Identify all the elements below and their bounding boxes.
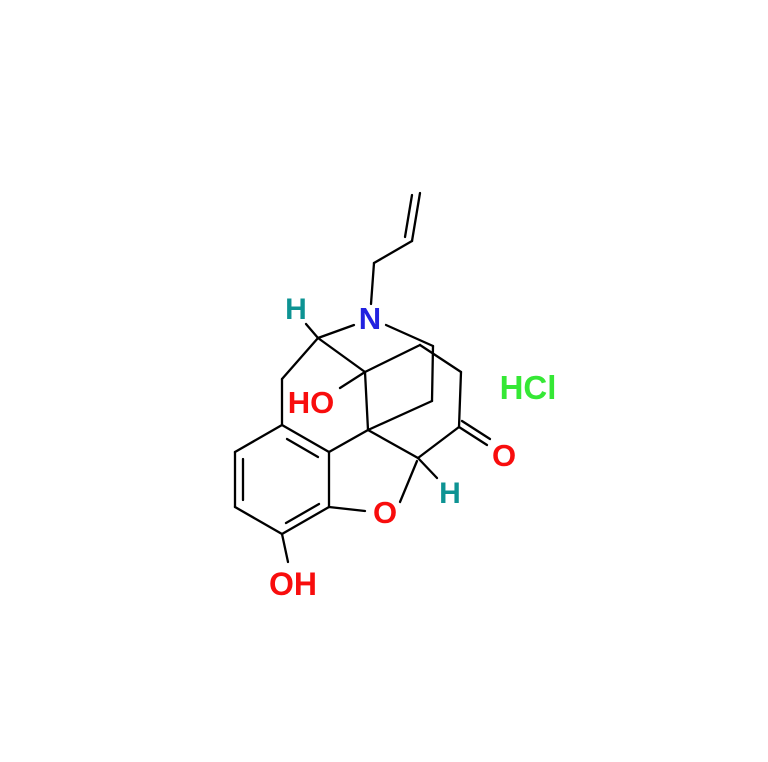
hydroxyl-c14-label: HO: [288, 385, 335, 420]
bond-c5-h: [416, 456, 439, 480]
bond-c15-c13: [366, 399, 434, 432]
bond-c8-c14: [363, 343, 422, 374]
bond-c7-c8: [418, 343, 463, 374]
bond-oether-c5: [398, 459, 419, 504]
bond-n-c16: [384, 323, 435, 348]
bond-c12-c13: [327, 428, 370, 454]
bond-c5-c6: [416, 425, 461, 460]
bond-c16-c15: [430, 344, 435, 403]
bond-c11-c1: [233, 423, 284, 454]
bond-c14-ho: [338, 370, 367, 390]
bond-c3-c4: [280, 505, 331, 536]
stereo-h-c9-label: H: [285, 293, 307, 326]
phenol-oh-label: OH: [269, 566, 317, 602]
bond-group: [233, 191, 492, 564]
bond-c12-c11-inner: [285, 437, 320, 459]
bond-n-c9: [316, 323, 356, 340]
bond-c9-h: [304, 322, 320, 340]
nitrogen-label: N: [359, 301, 381, 336]
bond-c12-c11: [280, 423, 331, 454]
bond-allyl-ch2-ch: [372, 239, 414, 265]
bond-c6-c7: [457, 370, 463, 429]
ether-oxygen-label: O: [373, 495, 397, 530]
atom-label-group: N H HO O O H OH HCl: [269, 293, 556, 602]
bond-c14-c9: [316, 336, 367, 374]
stereo-h-c5-label: H: [439, 477, 461, 510]
bond-c9-c10: [280, 336, 320, 381]
bond-c6-oketone-1: [457, 425, 489, 447]
bond-c2-c3: [233, 505, 284, 536]
hcl-salt-label: HCl: [500, 369, 557, 406]
bond-c13-c14: [363, 370, 370, 432]
bond-c4-oether: [327, 505, 367, 513]
ketone-oxygen-label: O: [492, 438, 516, 473]
bond-c3-c4-inner: [284, 502, 321, 525]
bond-c6-oketone-2: [460, 419, 492, 441]
bond-n-allyl-ch2: [369, 261, 376, 306]
bond-c13-c5: [366, 428, 420, 460]
bond-allyl-vinyl-2: [403, 193, 414, 239]
bond-allyl-vinyl-1: [410, 191, 422, 243]
bond-c3-phenol: [280, 532, 290, 564]
